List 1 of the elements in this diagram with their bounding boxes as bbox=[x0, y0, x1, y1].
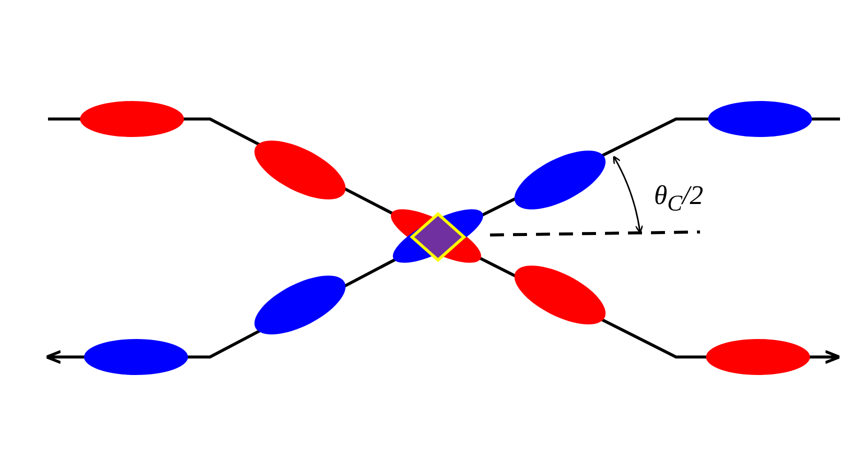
angle-label: θ$_{C}$/2 bbox=[654, 182, 704, 215]
